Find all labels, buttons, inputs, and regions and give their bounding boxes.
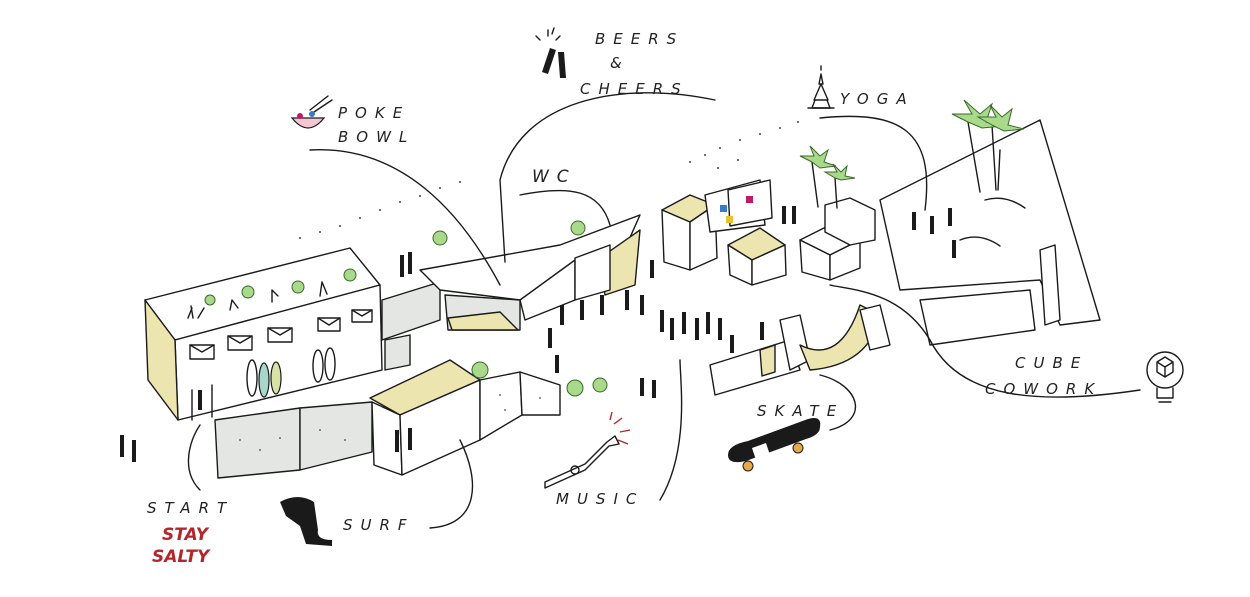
yoga-pagoda-icon[interactable] — [807, 65, 835, 109]
rooftop-plants — [187, 268, 357, 319]
skate-ramp — [709, 304, 891, 396]
venue-illustration — [120, 99, 1101, 479]
skateboard-icon[interactable] — [728, 418, 821, 472]
cube-text: CUBE — [1015, 354, 1088, 372]
right-terrace — [799, 99, 1101, 346]
tagline-stay: STAY — [162, 525, 210, 545]
music-text: MUSIC — [556, 490, 644, 508]
beers-leader — [499, 92, 716, 263]
ampersand-text: & — [610, 54, 630, 72]
label-cube-cowork[interactable]: CUBE COWORK — [985, 354, 1102, 398]
beer-bottles-icon[interactable] — [535, 27, 566, 78]
label-start[interactable]: START STAY SALTY — [147, 499, 234, 567]
cheers-text: CHEERS — [580, 80, 689, 98]
label-music[interactable]: MUSIC — [556, 490, 644, 508]
start-text: START — [147, 499, 234, 517]
wc-text: WC — [532, 167, 577, 187]
poke-text: POKE — [338, 104, 410, 122]
poke-leader — [309, 149, 501, 286]
start-leader — [187, 424, 201, 491]
label-poke-bowl[interactable]: POKE BOWL — [338, 104, 415, 146]
main-building — [144, 247, 441, 421]
music-leader — [659, 359, 683, 501]
surf-leader — [429, 439, 474, 529]
label-skate[interactable]: SKATE — [757, 402, 844, 420]
central-pavilion — [419, 214, 641, 331]
label-wc[interactable]: WC — [532, 167, 577, 187]
yoga-leader — [819, 115, 928, 211]
cube-leader — [829, 284, 1141, 398]
wc-leader — [519, 189, 611, 226]
lightbulb-cube-icon[interactable] — [1146, 351, 1184, 403]
skate-text: SKATE — [757, 402, 844, 420]
beers-text: BEERS — [595, 30, 684, 48]
yoga-text: YOGA — [840, 90, 915, 108]
cowork-text: COWORK — [985, 380, 1102, 398]
skate-leader — [819, 374, 857, 431]
cube-houses — [661, 179, 876, 286]
tagline-salty: SALTY — [152, 547, 211, 567]
wetsuit-icon[interactable] — [280, 497, 332, 546]
trumpet-icon[interactable] — [544, 411, 631, 489]
palm-trees — [799, 99, 1025, 209]
leader-lines — [187, 92, 1141, 529]
dotted-trails — [299, 121, 799, 239]
label-yoga[interactable]: YOGA — [840, 90, 915, 108]
label-beers-cheers[interactable]: BEERS & CHEERS — [580, 30, 689, 98]
lower-walls — [214, 220, 608, 479]
bowl-text: BOWL — [338, 128, 415, 146]
crowd — [120, 206, 956, 462]
surf-text: SURF — [343, 516, 415, 534]
poke-bowl-icon[interactable] — [290, 95, 333, 129]
label-surf[interactable]: SURF — [343, 516, 415, 534]
